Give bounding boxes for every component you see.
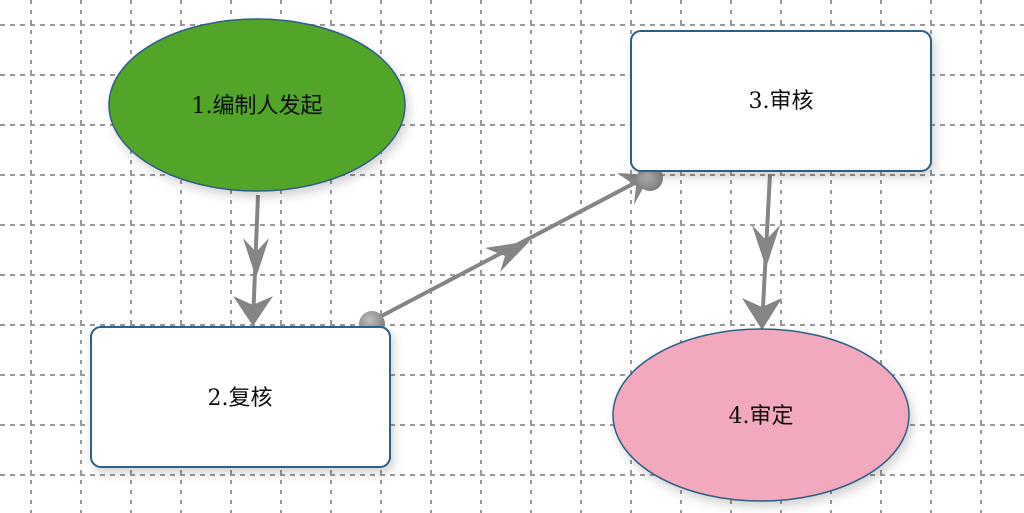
node-2-review[interactable]: 2.复核 <box>90 326 391 468</box>
edge-3-to-4[interactable] <box>742 173 782 330</box>
node-label: 1.编制人发起 <box>192 94 323 119</box>
node-1-start[interactable]: 1.编制人发起 <box>108 18 406 192</box>
edge-1-to-2[interactable] <box>233 194 273 326</box>
node-4-approve[interactable]: 4.审定 <box>612 328 910 502</box>
node-3-audit[interactable]: 3.审核 <box>630 30 932 172</box>
node-label: 2.复核 <box>208 386 273 411</box>
node-label: 3.审核 <box>749 89 814 114</box>
edge-2-to-3[interactable] <box>359 165 663 337</box>
node-label: 4.审定 <box>729 404 794 429</box>
